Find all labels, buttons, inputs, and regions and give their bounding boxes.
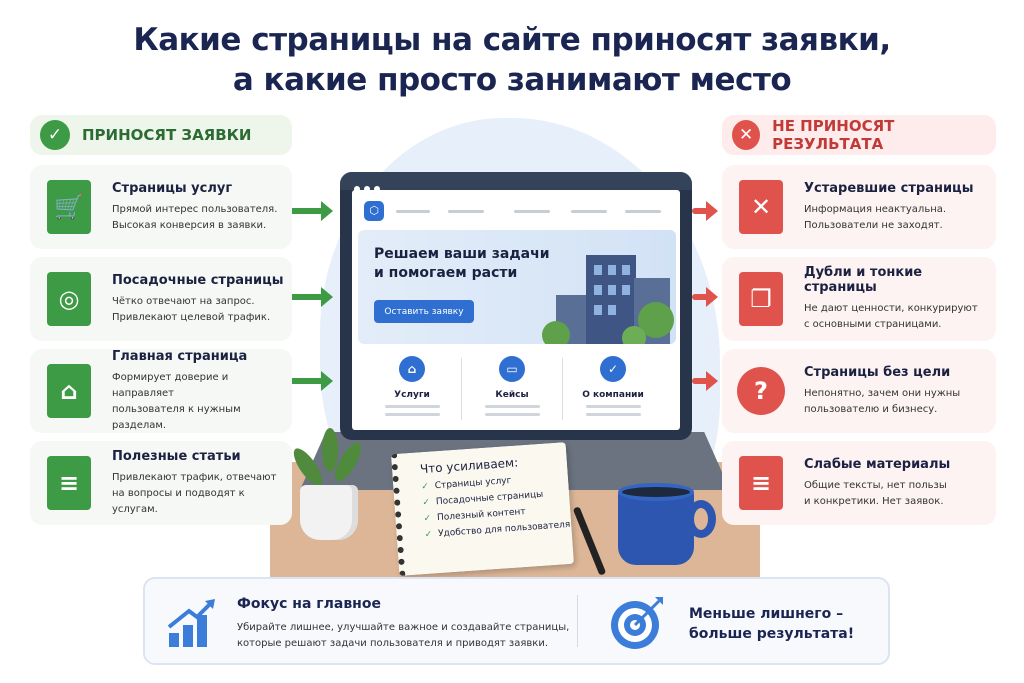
arrow-right-icon — [692, 371, 718, 391]
divider — [562, 358, 563, 420]
nav-placeholder — [396, 210, 430, 213]
card-title: Полезные статьи — [112, 448, 241, 464]
notebook: Что усиливаем: ✓Страницы услуг ✓Посадочн… — [390, 442, 575, 576]
document-x-icon: ✕ — [732, 176, 790, 238]
shield-icon: ✓ — [600, 356, 626, 382]
card-bad: ❐ Дубли и тонкие страницы Не дают ценнос… — [722, 257, 996, 341]
slogan: Меньше лишнего –больше результата! — [689, 606, 855, 642]
divider — [461, 358, 462, 420]
services-icon: ⌂ — [399, 356, 425, 382]
card-title: Слабые материалы — [804, 456, 951, 472]
card-bad: ? Страницы без цели Непонятно, зачем они… — [722, 349, 996, 433]
cases-icon: ▭ — [499, 356, 525, 382]
arrow-right-icon — [692, 201, 718, 221]
buildings-illustration — [542, 255, 674, 344]
document-lines-icon: ≡ — [732, 452, 790, 514]
card-description: Чётко отвечают на запрос.Привлекают целе… — [112, 295, 271, 323]
leave-request-button[interactable]: Оставить заявку — [374, 300, 474, 323]
card-title: Дубли и тонкие страницы — [804, 265, 923, 295]
hero-banner — [358, 230, 676, 344]
shopping-cart-icon: 🛒 — [40, 176, 98, 238]
card-good: ≡ Полезные статьи Привлекают трафик, отв… — [30, 441, 292, 525]
arrow-right-icon — [692, 287, 718, 307]
question-icon: ? — [732, 360, 790, 422]
card-bad: ≡ Слабые материалы Общие тексты, нет пол… — [722, 441, 996, 525]
bad-header: ✕ НЕ ПРИНОСЯТ РЕЗУЛЬТАТА — [722, 115, 996, 155]
nav-placeholder — [514, 210, 550, 213]
card-description: Информация неактуальна.Пользователи не з… — [804, 203, 947, 231]
nav-placeholder — [571, 210, 607, 213]
plant-leaf — [322, 428, 338, 472]
growth-chart-icon — [167, 599, 215, 647]
card-good: ⌂ Главная страница Формирует доверие и н… — [30, 349, 292, 433]
card-title: Главная страница — [112, 348, 248, 364]
feature-cases[interactable]: ▭Кейсы — [462, 356, 562, 416]
arrow-right-icon — [287, 201, 333, 221]
nav-placeholder — [448, 210, 484, 213]
duplicate-icon: ❐ — [732, 268, 790, 330]
card-good: ◎ Посадочные страницы Чётко отвечают на … — [30, 257, 292, 341]
bottom-summary: Фокус на главное Убирайте лишнее, улучша… — [143, 577, 890, 665]
divider — [577, 595, 578, 647]
card-good: 🛒 Страницы услуг Прямой интерес пользова… — [30, 165, 292, 249]
page-title: Какие страницы на сайте приносят заявки,… — [133, 22, 891, 98]
browser-bar — [340, 172, 692, 192]
card-title: Страницы услуг — [112, 180, 233, 196]
bottom-description: Убирайте лишнее, улучшайте важное и созд… — [237, 622, 570, 649]
coffee-mug-top — [618, 483, 694, 501]
home-icon: ⌂ — [40, 360, 98, 422]
card-bad: ✕ Устаревшие страницы Информация неактуа… — [722, 165, 996, 249]
feature-about[interactable]: ✓О компании — [563, 356, 663, 416]
card-description: Прямой интерес пользователя.Высокая конв… — [112, 203, 278, 231]
plant-pot — [300, 485, 358, 540]
logo-icon: ⬡ — [364, 201, 384, 221]
target-icon: ◎ — [40, 268, 98, 330]
card-title: Посадочные страницы — [112, 272, 284, 288]
arrow-right-icon — [287, 287, 333, 307]
arrow-right-icon — [287, 371, 333, 391]
card-title: Устаревшие страницы — [804, 180, 974, 196]
nav-placeholder — [625, 210, 661, 213]
bottom-title: Фокус на главное — [237, 596, 381, 612]
good-header: ✓ ПРИНОСЯТ ЗАЯВКИ — [30, 115, 292, 155]
card-title: Страницы без цели — [804, 364, 951, 380]
feature-services[interactable]: ⌂Услуги — [362, 356, 462, 416]
document-icon: ≡ — [40, 452, 98, 514]
target-icon — [611, 597, 663, 649]
check-icon: ✓ — [40, 120, 70, 150]
x-icon: ✕ — [732, 120, 761, 150]
